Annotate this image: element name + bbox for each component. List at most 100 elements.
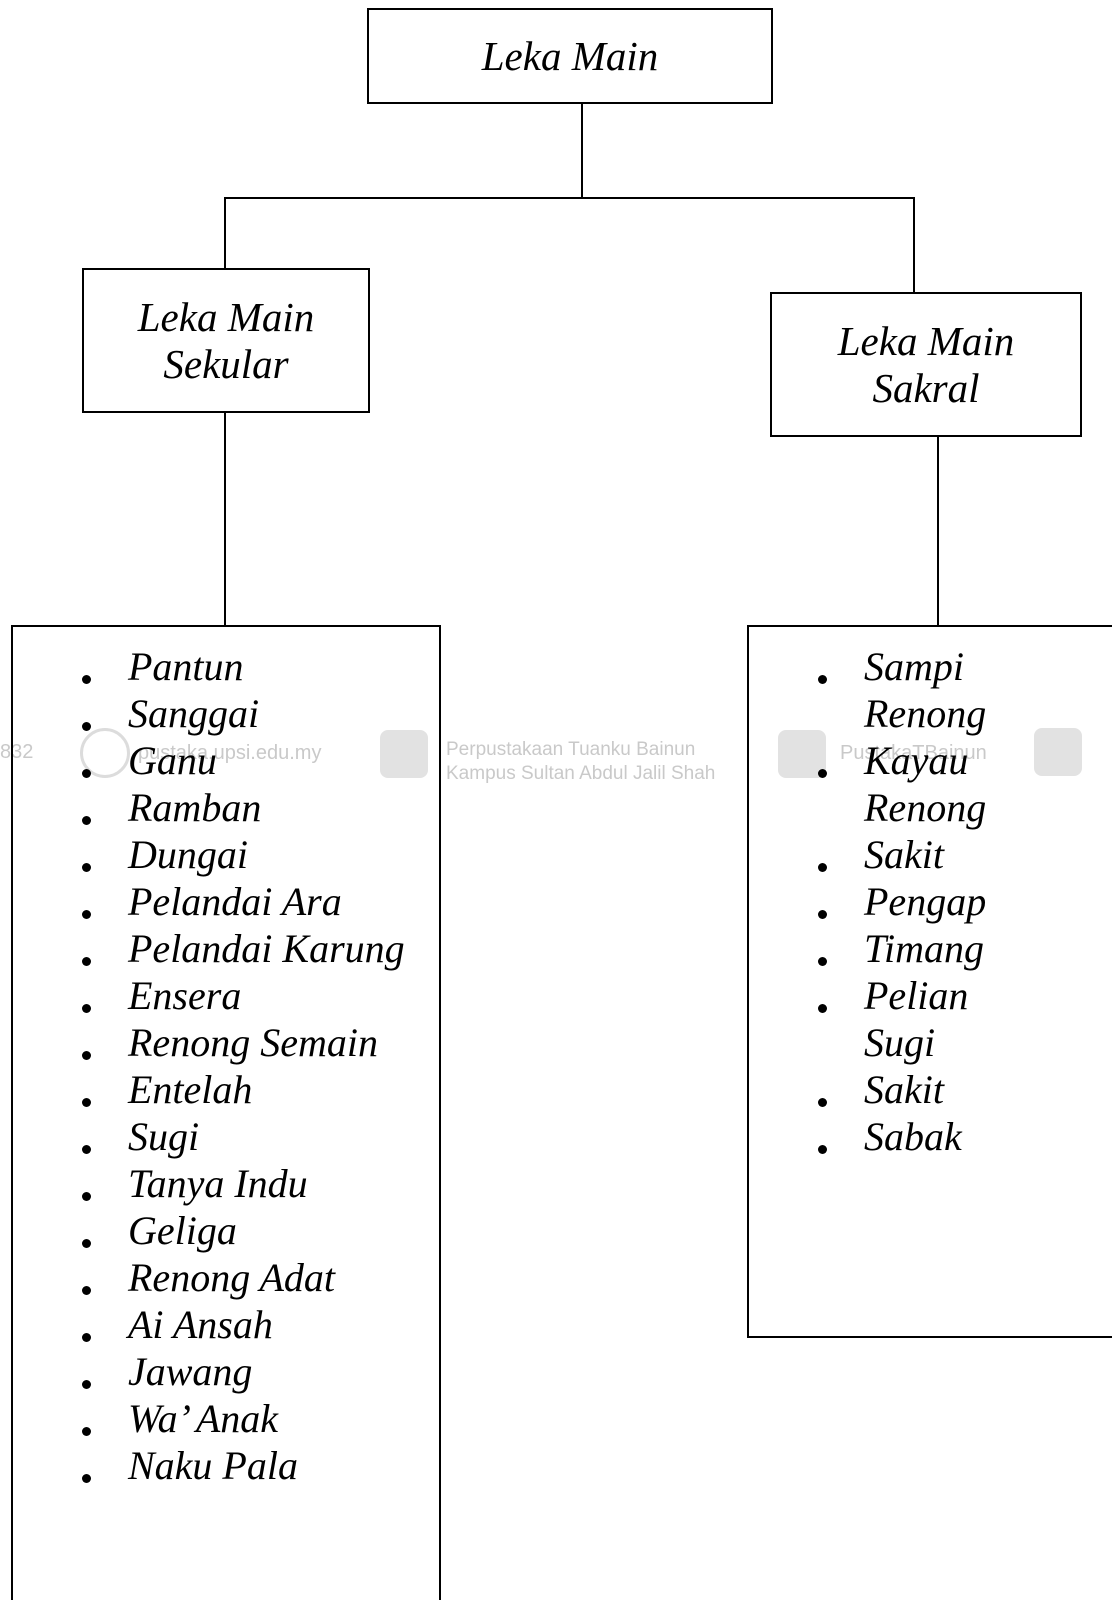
list-item: Sanggai — [82, 690, 432, 737]
list-item-label: Renong Sakit — [864, 785, 987, 877]
list-item-label: Timang — [864, 926, 985, 971]
instagram-icon — [1034, 728, 1082, 776]
sakral-title-line-1: Leka Main — [837, 317, 1015, 364]
connector-branch-bar — [224, 197, 915, 199]
connector-root-down — [581, 103, 583, 199]
bullet-icon — [82, 1333, 91, 1342]
bullet-icon — [82, 1474, 91, 1483]
sakral-title-line-2: Sakral — [872, 364, 980, 411]
globe-icon — [80, 728, 130, 778]
watermark-phone-fragment: 832 — [0, 741, 34, 763]
list-item-label: Sanggai — [128, 691, 260, 736]
bullet-icon — [818, 1098, 827, 1107]
watermark-site: pustaka.upsi.edu.my — [138, 742, 322, 764]
list-item: Sugi Sakit — [818, 1019, 1018, 1113]
list-item: Sabak — [818, 1113, 1018, 1160]
list-item: Ganu — [82, 737, 432, 784]
list-item: Pelian — [818, 972, 1018, 1019]
list-item-label: Pelandai Karung — [128, 926, 405, 971]
bullet-icon — [82, 1427, 91, 1436]
bullet-icon — [818, 1145, 827, 1154]
list-item: Geliga — [82, 1207, 432, 1254]
sekular-node: Leka Main Sekular — [82, 268, 370, 413]
bullet-icon — [82, 863, 91, 872]
list-item: Pelandai Karung — [82, 925, 432, 972]
list-item: Pelandai Ara — [82, 878, 432, 925]
bullet-icon — [82, 1239, 91, 1248]
list-item-label: Sugi — [128, 1114, 200, 1159]
sakral-list-box — [747, 625, 1112, 1338]
bullet-icon — [818, 769, 827, 778]
list-item: Naku Pala — [82, 1442, 432, 1489]
list-item-label: Wa’ Anak — [128, 1396, 278, 1441]
list-item-label: Sugi Sakit — [864, 1020, 944, 1112]
list-item: Pantun — [82, 643, 432, 690]
bullet-icon — [82, 1145, 91, 1154]
list-item-label: Tanya Indu — [128, 1161, 308, 1206]
list-item: Renong Semain — [82, 1019, 432, 1066]
bullet-icon — [82, 1192, 91, 1201]
list-item-label: Renong Semain — [128, 1020, 378, 1065]
list-item: Renong Sakit — [818, 784, 1018, 878]
list-item: Sugi — [82, 1113, 432, 1160]
bullet-icon — [818, 675, 827, 684]
list-item: Pengap — [818, 878, 1018, 925]
list-item: Ramban — [82, 784, 432, 831]
list-item-label: Ensera — [128, 973, 242, 1018]
list-item-label: Pengap — [864, 879, 987, 924]
bullet-icon — [82, 1051, 91, 1060]
connector-sekular-list — [224, 412, 226, 626]
bullet-icon — [82, 910, 91, 919]
bullet-icon — [82, 769, 91, 778]
bullet-icon — [82, 1380, 91, 1389]
list-item-label: Ai Ansah — [128, 1302, 273, 1347]
list-item: Dungai — [82, 831, 432, 878]
list-item-label: Naku Pala — [128, 1443, 298, 1488]
list-item-label: Sabak — [864, 1114, 962, 1159]
bullet-icon — [818, 863, 827, 872]
list-item-label: Dungai — [128, 832, 248, 877]
bullet-icon — [82, 1004, 91, 1013]
connector-to-sakral — [913, 197, 915, 294]
bullet-icon — [82, 957, 91, 966]
list-item: Wa’ Anak — [82, 1395, 432, 1442]
watermark-twitter: PustakaTBainun — [840, 742, 987, 764]
bullet-icon — [818, 1004, 827, 1013]
root-node-label: Leka Main — [481, 32, 659, 79]
list-item: Renong Adat — [82, 1254, 432, 1301]
watermark-library-line2: Kampus Sultan Abdul Jalil Shah — [446, 763, 716, 784]
bullet-icon — [82, 1098, 91, 1107]
list-item-label: Jawang — [128, 1349, 253, 1394]
bullet-icon — [818, 910, 827, 919]
facebook-icon — [380, 730, 428, 778]
connector-to-sekular — [224, 197, 226, 270]
list-item-label: Renong Adat — [128, 1255, 336, 1300]
sakral-node: Leka Main Sakral — [770, 292, 1082, 437]
list-item: Timang — [818, 925, 1018, 972]
list-item: Tanya Indu — [82, 1160, 432, 1207]
list-item: Renong Kayau — [818, 690, 1018, 784]
list-item-label: Pelian — [864, 973, 969, 1018]
bullet-icon — [82, 722, 91, 731]
bullet-icon — [82, 675, 91, 684]
bullet-icon — [818, 957, 827, 966]
sekular-title-line-2: Sekular — [163, 340, 289, 387]
list-item-label: Sampi — [864, 644, 964, 689]
sekular-list-box — [11, 625, 441, 1600]
bullet-icon — [82, 1286, 91, 1295]
bullet-icon — [82, 816, 91, 825]
list-item: Sampi — [818, 643, 1018, 690]
list-item-label: Geliga — [128, 1208, 237, 1253]
list-item-label: Entelah — [128, 1067, 253, 1112]
list-item: Ai Ansah — [82, 1301, 432, 1348]
list-item-label: Renong Kayau — [864, 691, 987, 783]
list-item-label: Pantun — [128, 644, 244, 689]
list-item: Entelah — [82, 1066, 432, 1113]
root-node: Leka Main — [367, 8, 773, 104]
list-item-label: Ramban — [128, 785, 262, 830]
watermark-library-line1: Perpustakaan Tuanku Bainun — [446, 739, 696, 760]
list-item-label: Ganu — [128, 738, 217, 783]
list-item: Ensera — [82, 972, 432, 1019]
